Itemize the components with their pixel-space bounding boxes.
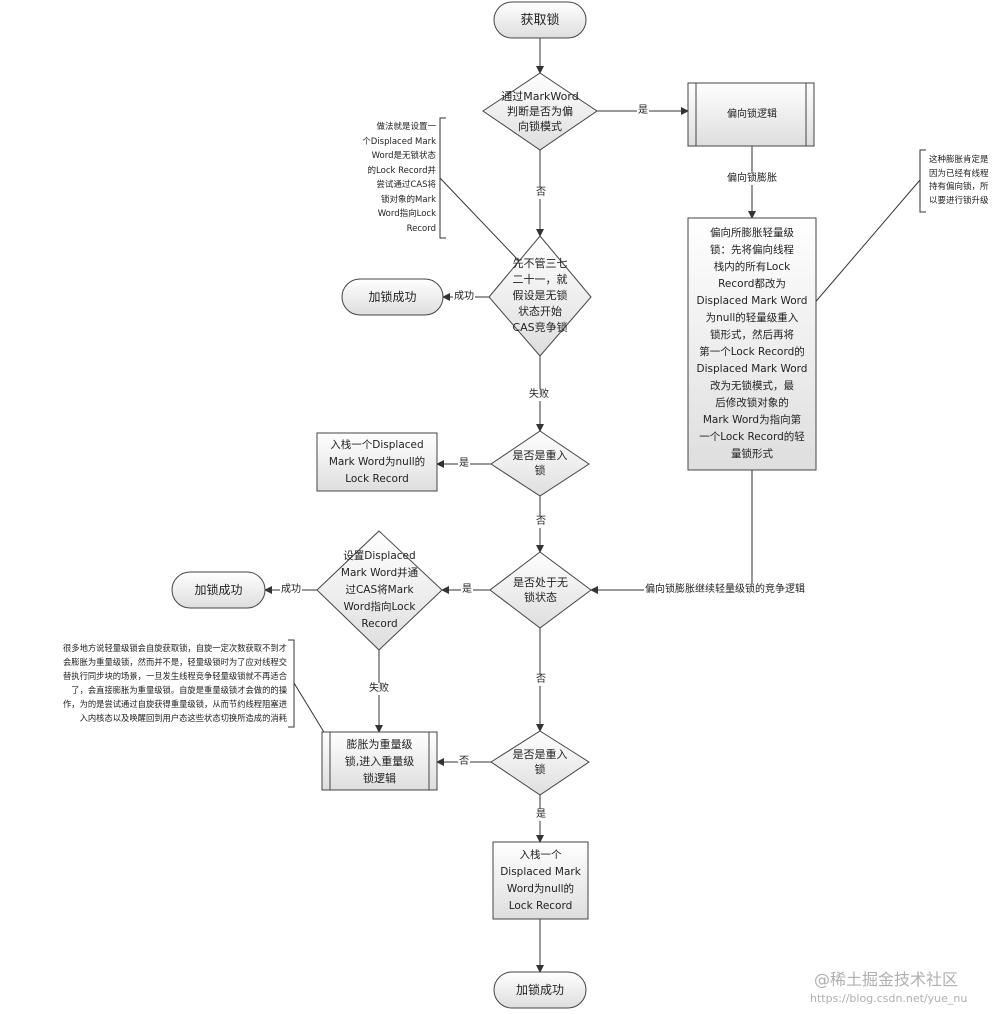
edge-label-yes-reentrant-2: 是 (535, 809, 547, 821)
edge-label-no-biased: 否 (535, 187, 547, 199)
biased-inflate-label: 偏向所膨胀轻量级 锁：先将偏向线程 栈内的所有Lock Record都改为 Di… (696, 227, 808, 460)
edge-label-biased-inflate: 偏向锁膨胀 (726, 173, 778, 185)
push-record-box-1 (316, 432, 438, 492)
edge-label-no-unlocked: 否 (535, 674, 547, 686)
biased-check-diamond (482, 72, 598, 151)
push-record-label-2: 入栈一个 Displaced Mark Word为null的 Lock Reco… (500, 848, 581, 912)
edge-label-yes-reentrant-1: 是 (458, 458, 470, 470)
cas-compete-label: 先不管三七 二十一，就 假设是无锁 状态开始 CAS竞争锁 (512, 257, 568, 334)
edge-label-fail-cas: 失败 (528, 389, 550, 401)
inflate-note: 这种膨胀肯定是 因为已经有线程 持有偏向锁，所 以要进行锁升级 (929, 155, 989, 206)
edge-label-success-set: 成功 (280, 584, 302, 596)
success-label-3: 加锁成功 (515, 982, 564, 997)
edge-label-yes-biased: 是 (637, 105, 649, 117)
reentrant-diamond-1 (490, 430, 590, 497)
cas-diamond (488, 235, 592, 357)
edge-label-fail-set: 失败 (368, 683, 390, 695)
edge-label-no-reentrant-1: 否 (535, 516, 547, 528)
reentrant-diamond-2 (490, 730, 590, 796)
unlocked-label: 是否处于无 锁状态 (513, 576, 568, 604)
edge-label-no-reentrant-2: 否 (458, 756, 470, 768)
success-terminal-3 (493, 971, 587, 1009)
push-record-label-1: 入栈一个Displaced Mark Word为null的 Lock Recor… (328, 438, 426, 485)
biased-check-label: 通过MarkWord 判断是否为偏 向锁模式 (501, 89, 579, 133)
spin-note-bracket (288, 639, 295, 728)
spin-note: 很多地方说轻量级锁会自旋获取锁，自旋一定次数获取不到才 会膨胀为重量级锁，然而并… (62, 643, 287, 723)
cas-note-leader (439, 177, 521, 263)
watermark-url: https://blog.csdn.net/yue_nu (810, 992, 968, 1005)
unlocked-diamond (489, 551, 592, 629)
edge-label-continue-light: 偏向锁膨胀继续轻量级锁的竞争逻辑 (644, 584, 806, 596)
success-terminal-2 (171, 571, 266, 609)
start-label: 获取锁 (520, 12, 560, 28)
watermark-brand: @稀土掘金技术社区 (814, 970, 959, 989)
inflate-heavy-process (321, 731, 438, 791)
success-terminal-1 (341, 278, 444, 316)
edge-inflate-to-unlocked (590, 470, 753, 594)
success-label-1: 加锁成功 (368, 289, 417, 304)
biased-logic-label: 偏向锁逻辑 (727, 109, 777, 120)
set-displaced-diamond (316, 530, 443, 651)
cas-note-bracket (439, 117, 446, 239)
push-record-box-2 (492, 841, 589, 920)
success-label-2: 加锁成功 (194, 582, 243, 597)
inflate-note-leader (811, 179, 921, 307)
edge-label-success-cas: 成功 (453, 291, 475, 303)
cas-note: 做法就是设置一 个Displaced Mark Word是无锁状态 的Lock … (362, 122, 436, 234)
reentrant-label-2: 是否是重入 锁 (512, 748, 568, 776)
start-terminal (493, 1, 587, 39)
inflate-note-bracket (919, 149, 926, 213)
set-displaced-label: 设置Displaced Mark Word并通 过CAS将Mark Word指向… (340, 549, 419, 630)
biased-logic-process (687, 82, 815, 147)
edge-label-yes-unlocked: 是 (461, 584, 473, 596)
biased-inflate-box (687, 217, 817, 471)
inflate-heavy-label: 膨胀为重量级 锁,进入重量级 锁逻辑 (344, 737, 415, 785)
reentrant-label-1: 是否是重入 锁 (512, 449, 568, 477)
